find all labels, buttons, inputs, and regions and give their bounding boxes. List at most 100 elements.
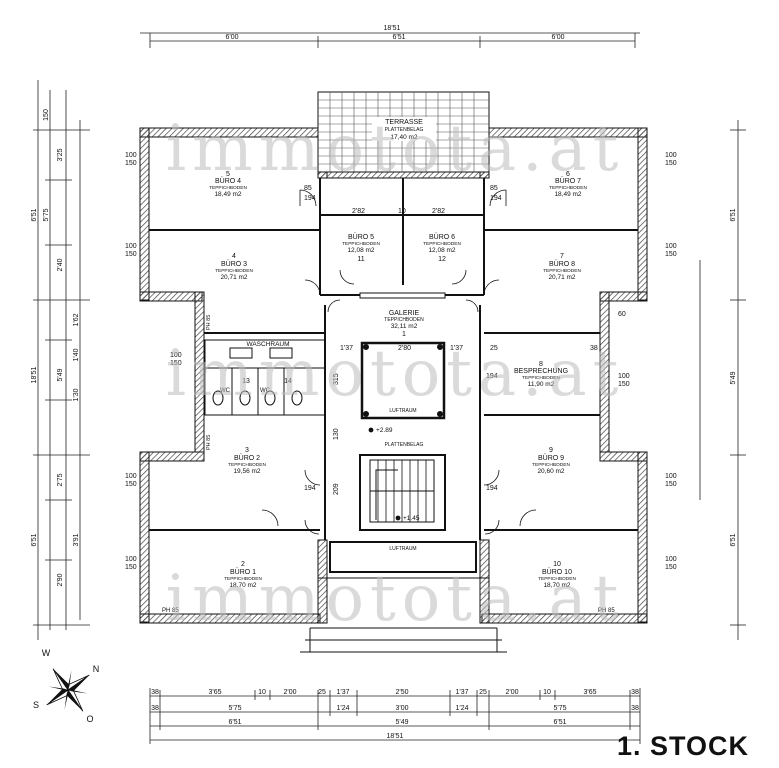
svg-text:25: 25 bbox=[479, 689, 487, 696]
top-left-dim: 6'00 bbox=[225, 34, 238, 41]
svg-text:100: 100 bbox=[125, 152, 137, 159]
svg-text:3'65: 3'65 bbox=[583, 689, 596, 696]
inner-dimensions: 2'82 10 2'82 2'80 1'37 1'37 194 85 194 8… bbox=[304, 185, 626, 495]
svg-text:2'82: 2'82 bbox=[432, 208, 445, 215]
room-surface: TEPPICHBODEN bbox=[549, 185, 587, 191]
room-name: BÜRO 6 bbox=[429, 233, 455, 241]
top-right-dim: 6'00 bbox=[551, 34, 564, 41]
top-overall-dim: 18'51 bbox=[384, 25, 401, 32]
top-mid-dim: 6'51 bbox=[392, 34, 405, 41]
room-area: 12,08 m2 bbox=[347, 247, 374, 254]
compass-o: O bbox=[86, 714, 93, 724]
lower-void bbox=[300, 541, 507, 653]
bottom-dim-row2: 5'75 1'24 3'00 1'24 5'75 38 38 bbox=[151, 705, 639, 712]
room-name: BÜRO 5 bbox=[348, 233, 374, 241]
room-name: BÜRO 8 bbox=[549, 260, 575, 268]
svg-text:150: 150 bbox=[170, 360, 182, 367]
left-dim-391: 3'91 bbox=[73, 533, 80, 546]
svg-text:100: 100 bbox=[665, 473, 677, 480]
svg-text:38: 38 bbox=[151, 689, 159, 696]
watermark-bottom: immotota.at bbox=[166, 562, 625, 636]
bottom-overall-dim: 18'51 bbox=[387, 733, 404, 740]
svg-text:85: 85 bbox=[490, 185, 498, 192]
ph-label-right: PH 85 bbox=[598, 608, 615, 614]
svg-text:1'24: 1'24 bbox=[336, 705, 349, 712]
svg-text:1'37: 1'37 bbox=[450, 345, 463, 352]
terrace-surface: PLATTENBELAG bbox=[385, 127, 424, 133]
gallery-area: 32,11 m2 bbox=[391, 323, 418, 330]
svg-text:1'37: 1'37 bbox=[336, 689, 349, 696]
room-surface: TEPPICHBODEN bbox=[224, 576, 262, 582]
room-surface: TEPPICHBODEN bbox=[423, 241, 461, 247]
ph-label-side-left-2: PH 85 bbox=[206, 435, 212, 450]
svg-text:25: 25 bbox=[490, 345, 498, 352]
bottom-dim-row3: 6'51 5'49 6'51 bbox=[228, 719, 566, 726]
svg-text:10: 10 bbox=[398, 208, 406, 215]
terrace bbox=[317, 91, 490, 173]
left-dim-240: 2'40 bbox=[57, 258, 64, 271]
room-area: 12,08 m2 bbox=[428, 247, 455, 254]
svg-text:2'00: 2'00 bbox=[283, 689, 296, 696]
svg-text:10: 10 bbox=[543, 689, 551, 696]
wc-label-b: WC bbox=[260, 388, 271, 394]
room-num: 9 bbox=[549, 447, 553, 454]
level-top: +2.89 bbox=[376, 427, 393, 434]
svg-text:194: 194 bbox=[304, 485, 316, 492]
exterior-walls bbox=[139, 127, 648, 624]
left-dimensions bbox=[33, 80, 90, 640]
svg-text:38: 38 bbox=[631, 705, 639, 712]
room-name: BÜRO 9 bbox=[538, 454, 564, 462]
void-label: LUFTRAUM bbox=[389, 408, 416, 414]
stair-surface: PLATTENBELAG bbox=[385, 442, 424, 448]
meeting-surface: TEPPICHBODEN bbox=[522, 375, 560, 381]
left-dim-290: 2'90 bbox=[57, 573, 64, 586]
room-name: BÜRO 1 bbox=[230, 568, 256, 576]
ph-label-side-left: PH 85 bbox=[206, 315, 212, 330]
room-num: 5 bbox=[226, 171, 230, 178]
room-area: 18,49 m2 bbox=[214, 191, 241, 198]
room-num: 10 bbox=[553, 561, 561, 568]
room-area: 18,70 m2 bbox=[229, 582, 256, 589]
meeting-name: BESPRECHUNG bbox=[514, 368, 568, 375]
room-area: 18,49 m2 bbox=[554, 191, 581, 198]
svg-text:1'37: 1'37 bbox=[455, 689, 468, 696]
left-dim-162: 1'62 bbox=[73, 313, 80, 326]
room-surface: TEPPICHBODEN bbox=[228, 462, 266, 468]
compass-w: W bbox=[42, 648, 51, 658]
door-swings bbox=[261, 189, 537, 535]
meeting-area: 11,90 m2 bbox=[528, 381, 555, 388]
room-area: 19,56 m2 bbox=[233, 468, 260, 475]
level-marker-top bbox=[368, 427, 374, 433]
room-surface: TEPPICHBODEN bbox=[209, 185, 247, 191]
svg-text:209: 209 bbox=[333, 483, 340, 495]
watermark-mid: immotota.at bbox=[166, 337, 625, 411]
terrace-area: 17,40 m2 bbox=[390, 134, 417, 141]
svg-text:60: 60 bbox=[618, 311, 626, 318]
gallery-number: 1 bbox=[402, 331, 406, 338]
room-name: BÜRO 4 bbox=[215, 177, 241, 185]
svg-text:100: 100 bbox=[665, 243, 677, 250]
svg-text:130: 130 bbox=[333, 428, 340, 440]
svg-text:85: 85 bbox=[304, 185, 312, 192]
room-num: 12 bbox=[438, 256, 446, 263]
terrace-name: TERRASSE bbox=[385, 119, 423, 126]
svg-text:194: 194 bbox=[490, 195, 502, 202]
svg-text:5'75: 5'75 bbox=[228, 705, 241, 712]
left-dim-325: 3'25 bbox=[57, 148, 64, 161]
svg-text:194: 194 bbox=[486, 485, 498, 492]
room-area: 20,71 m2 bbox=[548, 274, 575, 281]
wc-number-a: 13 bbox=[242, 378, 250, 385]
level-bottom: +1.45 bbox=[403, 515, 420, 522]
svg-text:2'50: 2'50 bbox=[395, 689, 408, 696]
svg-text:6'51: 6'51 bbox=[553, 719, 566, 726]
svg-text:25: 25 bbox=[318, 689, 326, 696]
meeting-num: 8 bbox=[539, 361, 543, 368]
left-dim-bot: 6'51 bbox=[31, 533, 38, 546]
left-dim-575: 5'75 bbox=[43, 208, 50, 221]
wet-rooms bbox=[204, 339, 326, 416]
ph-label-left: PH 85 bbox=[162, 608, 179, 614]
svg-text:315: 315 bbox=[333, 373, 340, 385]
compass-n: N bbox=[93, 664, 100, 674]
washroom-label: WASCHRAUM bbox=[246, 341, 289, 348]
